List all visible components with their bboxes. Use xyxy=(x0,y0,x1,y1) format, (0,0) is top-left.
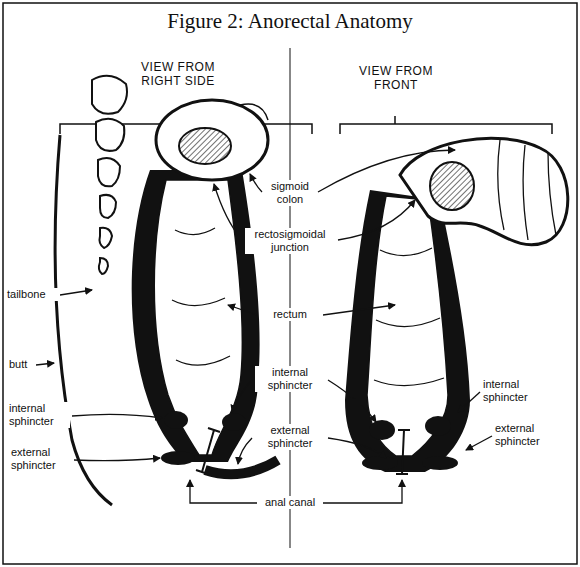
part-label: anal canal xyxy=(258,496,322,509)
part-label: sigmoid colon xyxy=(265,180,315,206)
part-label: internal sphincter xyxy=(255,366,325,392)
part-label: external sphincter xyxy=(494,422,558,448)
part-label: external sphincter xyxy=(255,424,325,450)
part-label: internal sphincter xyxy=(482,378,544,404)
part-label: internal sphincter xyxy=(8,402,70,428)
part-label: rectum xyxy=(260,308,320,321)
part-label: tailbone xyxy=(6,288,60,301)
part-label: butt xyxy=(8,358,36,371)
part-label: external sphincter xyxy=(10,446,72,472)
view-heading: VIEW FROM FRONT xyxy=(358,64,434,92)
part-label: rectosigmoidal junction xyxy=(245,228,335,254)
view-heading: VIEW FROM RIGHT SIDE xyxy=(136,60,220,88)
figure-title: Figure 2: Anorectal Anatomy xyxy=(0,9,580,34)
